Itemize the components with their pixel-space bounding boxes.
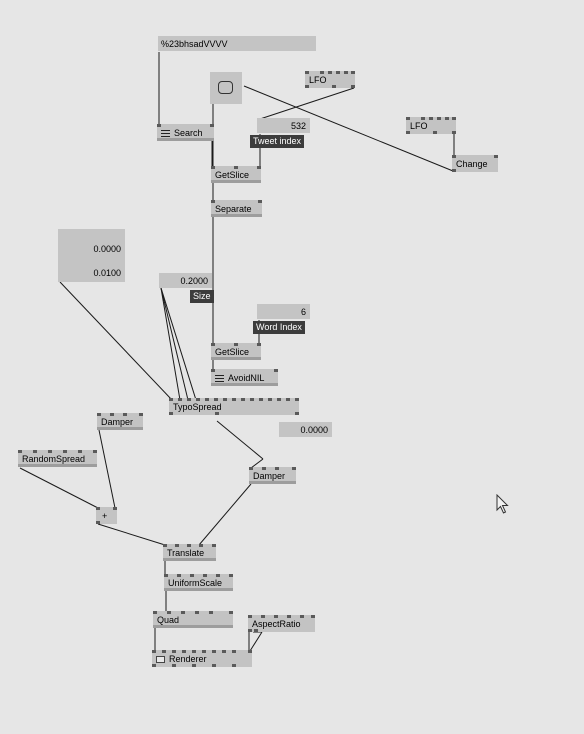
tweet-index-value: 532 bbox=[290, 121, 306, 131]
getslice-node-1-label: GetSlice bbox=[215, 170, 250, 180]
getslice-node-1[interactable]: GetSlice bbox=[211, 166, 261, 183]
quad-node-label: Quad bbox=[157, 615, 180, 625]
separate-node[interactable]: Separate bbox=[211, 200, 262, 217]
separate-node-label: Separate bbox=[215, 204, 252, 214]
spread-value-b: 0.0100 bbox=[93, 268, 121, 278]
plus-node-label: + bbox=[102, 511, 108, 521]
size-input[interactable]: 0.2000 bbox=[159, 273, 212, 288]
randomspread-node[interactable]: RandomSpread bbox=[18, 450, 97, 467]
typospread-node-label: TypoSpread bbox=[173, 402, 222, 412]
spread-value-a: 0.0000 bbox=[93, 244, 121, 254]
zero-value: 0.0000 bbox=[300, 425, 328, 435]
word-index-input[interactable]: 6 bbox=[257, 304, 310, 319]
lfo-node-1-label: LFO bbox=[309, 75, 327, 85]
getslice-node-2-label: GetSlice bbox=[215, 347, 250, 357]
size-value: 0.2000 bbox=[180, 276, 208, 286]
tweet-index-input[interactable]: 532 bbox=[257, 118, 310, 133]
search-node-label: Search bbox=[174, 128, 203, 138]
mouse-pointer-icon bbox=[496, 494, 509, 514]
getslice-node-2[interactable]: GetSlice bbox=[211, 343, 261, 360]
lfo-node-2[interactable]: LFO bbox=[406, 117, 456, 134]
renderer-node-label: Renderer bbox=[169, 654, 207, 664]
damper-node-1[interactable]: Damper bbox=[97, 413, 143, 430]
word-index-label: Word Index bbox=[253, 321, 305, 334]
damper-node-1-label: Damper bbox=[101, 417, 134, 427]
lfo-node-2-label: LFO bbox=[410, 121, 428, 131]
window-icon bbox=[156, 656, 165, 663]
word-index-value: 6 bbox=[300, 307, 306, 317]
search-string-value: %23bhsadVVVV bbox=[161, 39, 228, 49]
uniformscale-node[interactable]: UniformScale bbox=[164, 574, 233, 591]
randomspread-node-label: RandomSpread bbox=[22, 454, 86, 464]
aspectratio-node-label: AspectRatio bbox=[252, 619, 301, 629]
plus-node[interactable]: + bbox=[96, 507, 117, 524]
lfo-node-1[interactable]: LFO bbox=[305, 71, 355, 88]
size-label: Size bbox=[190, 290, 214, 303]
aspectratio-node[interactable]: AspectRatio bbox=[248, 615, 315, 632]
avoidnil-node-label: AvoidNIL bbox=[228, 373, 265, 383]
change-node-label: Change bbox=[456, 159, 488, 169]
quad-node[interactable]: Quad bbox=[153, 611, 233, 628]
bang-button[interactable] bbox=[210, 72, 242, 104]
search-string-input[interactable]: %23bhsadVVVV bbox=[158, 36, 316, 51]
translate-node[interactable]: Translate bbox=[163, 544, 216, 561]
typospread-node[interactable]: TypoSpread bbox=[169, 398, 299, 415]
change-node[interactable]: Change bbox=[452, 155, 498, 172]
zero-value-input[interactable]: 0.0000 bbox=[279, 422, 332, 437]
translate-node-label: Translate bbox=[167, 548, 205, 558]
uniformscale-node-label: UniformScale bbox=[168, 578, 223, 588]
menu-icon bbox=[161, 130, 170, 137]
search-node[interactable]: Search bbox=[157, 124, 214, 141]
bang-button-icon bbox=[218, 81, 233, 94]
damper-node-2[interactable]: Damper bbox=[249, 467, 296, 484]
renderer-node[interactable]: Renderer bbox=[152, 650, 252, 667]
tweet-index-label: Tweet index bbox=[250, 135, 305, 148]
menu-icon bbox=[215, 375, 224, 382]
damper-node-2-label: Damper bbox=[253, 471, 286, 481]
spread-values-box[interactable]: 0.0000 0.0100 bbox=[58, 229, 125, 282]
avoidnil-node[interactable]: AvoidNIL bbox=[211, 369, 278, 386]
